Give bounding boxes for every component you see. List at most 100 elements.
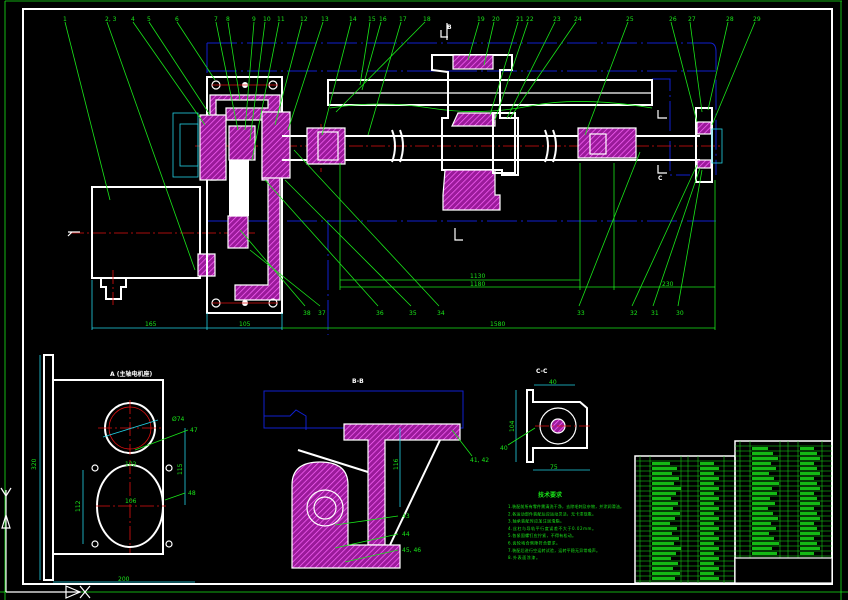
dim-b-height: 116 [393,458,400,470]
part-label-9: 9 [252,16,256,23]
dim-inner1: 1130 [470,273,485,280]
dim-plate-width: 200 [118,576,130,583]
view-b-title: B-B [352,378,364,385]
tech-line: 3.轴承装配时应加注润滑脂。 [508,518,564,524]
dim-d1: 102 [125,461,137,468]
part-label-17: 17 [399,16,407,23]
part-label-37: 37 [318,310,326,317]
section-mark-c: C [658,175,663,182]
label-48: 48 [188,490,196,497]
leader-line [284,179,412,307]
dim-h1: 115 [177,463,184,475]
tech-line: 5.各紧固螺钉应拧紧，不得有松动。 [508,532,576,538]
leader-line [707,21,729,111]
part-label-29: 29 [753,16,761,23]
leader-line [584,21,629,136]
guide-rail [327,79,653,112]
leader-line [251,21,280,161]
leader-line [689,21,703,113]
dim-c-top: 40 [549,379,557,386]
label-45-46: 45, 46 [402,547,421,554]
leader-line [711,21,756,126]
part-label-16: 16 [379,16,387,23]
carriage [431,23,667,241]
part-label-28: 28 [726,16,734,23]
leader-line [652,167,701,307]
dim-motor: 165 [145,321,157,328]
dim-plate-height: 320 [31,458,38,470]
label-41-42: 41, 42 [470,457,489,464]
part-label-18: 18 [423,16,431,23]
tech-line: 2.各运动部件装配后应运动灵活，无卡滞现象。 [508,510,596,516]
part-label-24: 24 [574,16,582,23]
label-47: 47 [190,427,198,434]
part-label-7: 7 [214,16,218,23]
tech-line: 8.外表面涂漆。 [508,554,540,560]
gearbox [172,76,291,314]
part-label-22: 22 [526,16,534,23]
label-43: 43 [402,513,410,520]
leader-line [264,179,379,307]
leader-line [215,21,239,131]
tech-line: 4.丝杠与导轨平行度误差不大于0.02mm。 [508,525,596,531]
dim-dia: Ø74 [172,416,185,423]
part-label-15: 15 [368,16,376,23]
tech-line: 7.装配后进行空运转试验，运转平稳无异常噪声。 [508,547,600,553]
section-arrow-c-bottom [657,165,667,174]
part-label-2-3: 2, 3 [105,16,117,23]
label-44: 44 [402,531,410,538]
leader-line [489,21,519,116]
part-label-25: 25 [626,16,634,23]
part-label-30: 30 [676,310,684,317]
leader-line [148,21,211,116]
part-label-31: 31 [651,310,659,317]
leader-line [494,21,529,121]
part-label-36: 36 [376,310,384,317]
part-label-26: 26 [669,16,677,23]
dim-total: 1580 [490,321,505,328]
parts-list-table [634,440,833,584]
part-label-20: 20 [492,16,500,23]
part-label-38: 38 [303,310,311,317]
leader-line [64,21,111,201]
leader-line [359,21,371,86]
part-label-21: 21 [516,16,524,23]
leader-line [578,151,641,307]
part-label-5: 5 [147,16,151,23]
dim-gearbox: 105 [239,321,251,328]
section-arrow-b-bottom [454,228,463,241]
part-label-10: 10 [263,16,271,23]
tech-title: 技术要求 [538,491,563,499]
leader-line [335,21,426,113]
view-c-title: C-C [536,368,548,375]
dim-inner2: 1180 [470,281,485,288]
dim-d2: 106 [125,498,137,505]
leader-line [274,21,303,126]
section-arrow-c-top [657,110,667,119]
tech-line: 6.齿轮啮合侧隙符合要求。 [508,540,560,546]
section-mark-b: B [447,24,452,31]
part-label-6: 6 [175,16,179,23]
leader-line [321,21,352,136]
tech-line: 1.装配前所有零件需清洗干净，去除毛刺及杂物，并涂润滑油。 [508,503,624,509]
section-arrow-b-top [440,23,448,40]
leader-line [677,169,703,307]
leader-line [287,21,324,131]
dimensions-main: 165 105 1130 1180 230 1580 B C [91,24,716,330]
lead-screw [282,127,700,165]
part-label-12: 12 [300,16,308,23]
part-label-27: 27 [688,16,696,23]
label-40: 40 [500,445,508,452]
leader-line [467,21,480,61]
leader-line [249,249,321,307]
part-label-11: 11 [277,16,285,23]
leader-line [176,21,216,81]
leader-line [483,21,495,66]
view-a-title: A (主轴电机座) [110,370,152,378]
view-a-motor-plate: A (主轴电机座) 320 200 Ø74 102 106 115 112 47… [31,354,198,583]
leader-line [670,21,698,123]
hidden-lines [206,42,717,335]
